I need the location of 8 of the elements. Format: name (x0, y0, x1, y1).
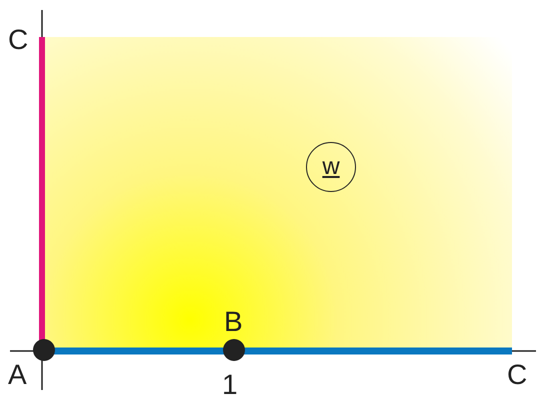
circled-symbol: w (306, 142, 356, 192)
axis-label: C (8, 25, 28, 55)
axis-label: C (507, 360, 528, 390)
point-dot (223, 339, 245, 361)
axis-label: 1 (222, 370, 238, 400)
point-label: B (224, 307, 243, 337)
point-label: A (8, 360, 27, 390)
point-dot (33, 339, 55, 361)
